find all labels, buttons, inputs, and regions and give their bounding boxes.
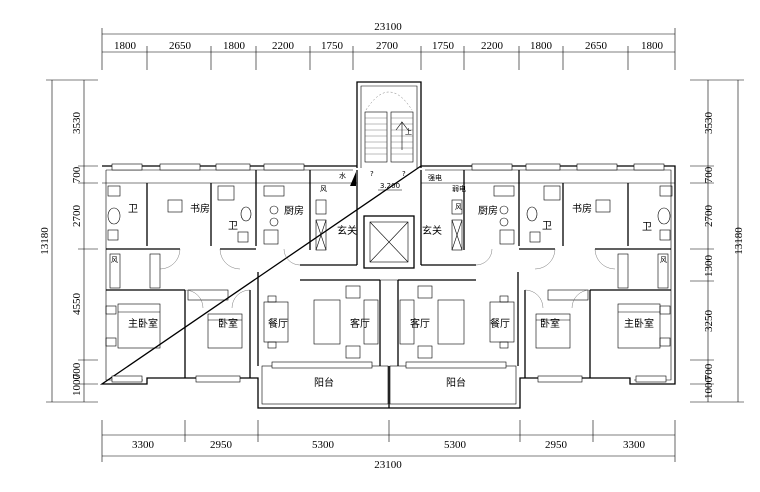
room-label-balcony-right: 阳台 [446, 376, 466, 389]
top-dim-9: 1800 [530, 40, 553, 52]
room-label-bath-right: 卫 [642, 222, 652, 233]
room-label-dining-right: 餐厅 [490, 317, 510, 330]
question-mark-left: ? [370, 170, 374, 178]
room-label-bath2-right: 卫 [542, 221, 552, 232]
top-dim-5: 1750 [321, 40, 344, 52]
room-label-water: 水 [339, 171, 346, 180]
left-dim-6: 700 [71, 362, 83, 379]
room-label-dining-left: 餐厅 [268, 317, 288, 330]
room-label-bath2-left: 卫 [228, 221, 238, 232]
top-dimension-chain: 23100 1800 2650 1800 2200 1750 2700 1750… [101, 21, 676, 70]
room-label-balcony-left: 阳台 [314, 376, 334, 389]
elevation-label: 3.200 [380, 182, 400, 190]
right-dim-6: 700 [703, 363, 715, 380]
stair-up-label: 上 [405, 127, 412, 136]
left-dim-4: 4550 [71, 293, 83, 316]
room-label-bedroom-right: 卧室 [540, 317, 560, 330]
question-mark-right: ? [402, 170, 406, 178]
bottom-dim-4: 5300 [444, 439, 467, 451]
left-dim-5: 1000 [71, 374, 83, 397]
right-dim-3: 2700 [703, 205, 715, 228]
room-label-wind-r2: 风 [660, 256, 667, 264]
room-label-living-right: 客厅 [410, 317, 430, 330]
room-label-entry-right: 玄关 [422, 224, 442, 237]
room-labels: 卫 书房 卫 厨房 风 玄关 水 强电 弱电 风 玄关 厨房 卫 书房 卫 风 … [111, 171, 667, 389]
top-total-dim: 23100 [374, 21, 402, 33]
room-label-master-right: 主卧室 [624, 317, 654, 330]
room-label-wind-r1: 风 [455, 203, 462, 211]
left-dim-1: 3530 [71, 112, 83, 135]
room-label-wind-l2: 风 [111, 256, 118, 264]
right-dim-2: 700 [703, 166, 715, 183]
top-dim-7: 1750 [432, 40, 455, 52]
left-total-dim: 13180 [39, 227, 51, 255]
top-dim-11: 1800 [641, 40, 664, 52]
top-dim-10: 2650 [585, 40, 608, 52]
elevator: ? ? 3.200 [350, 170, 415, 269]
triangle-marker [350, 172, 356, 186]
room-label-kitchen-right: 厨房 [478, 204, 498, 217]
right-dim-1: 3530 [703, 112, 715, 135]
room-label-master-left: 主卧室 [128, 317, 158, 330]
room-label-bath-left: 卫 [128, 204, 138, 215]
top-dim-6: 2700 [376, 40, 399, 52]
right-total-dim: 13180 [733, 227, 745, 255]
room-label-kitchen-left: 厨房 [284, 204, 304, 217]
windows [111, 163, 667, 383]
room-label-entry-left: 玄关 [337, 224, 357, 237]
left-dim-2: 700 [71, 166, 83, 183]
right-dim-7: 1000 [703, 377, 715, 400]
room-label-strong-elec: 强电 [428, 173, 442, 182]
room-label-weak-elec: 弱电 [452, 184, 466, 193]
bottom-total-dim: 23100 [374, 459, 402, 471]
room-label-bedroom-left: 卧室 [218, 317, 238, 330]
room-label-study-left: 书房 [190, 202, 210, 215]
bottom-dim-3: 5300 [312, 439, 335, 451]
building-walls [99, 81, 676, 409]
bottom-dim-2: 2950 [210, 439, 233, 451]
right-dimension-chain: 13180 3530 700 2700 1300 3250 700 1000 [690, 79, 745, 403]
bottom-dim-6: 3300 [623, 439, 646, 451]
left-dimension-chain: 13180 3530 700 2700 4550 1000 700 [39, 79, 98, 403]
room-label-wind-l1: 风 [320, 185, 327, 193]
bottom-dim-1: 3300 [132, 439, 155, 451]
room-label-study-right: 书房 [572, 202, 592, 215]
top-dim-3: 1800 [223, 40, 246, 52]
left-dim-3: 2700 [71, 205, 83, 228]
right-dim-5: 3250 [703, 310, 715, 333]
top-dim-2: 2650 [169, 40, 192, 52]
right-dim-4: 1300 [703, 255, 715, 278]
bottom-dimension-chain: 3300 2950 5300 5300 2950 3300 23100 [101, 420, 676, 471]
fixtures [105, 185, 673, 359]
staircase: 上 [364, 92, 414, 163]
top-dim-1: 1800 [114, 40, 137, 52]
bottom-dim-5: 2950 [545, 439, 568, 451]
top-dim-4: 2200 [272, 40, 295, 52]
door-swings [159, 248, 616, 309]
room-label-living-left: 客厅 [350, 317, 370, 330]
top-dim-8: 2200 [481, 40, 504, 52]
